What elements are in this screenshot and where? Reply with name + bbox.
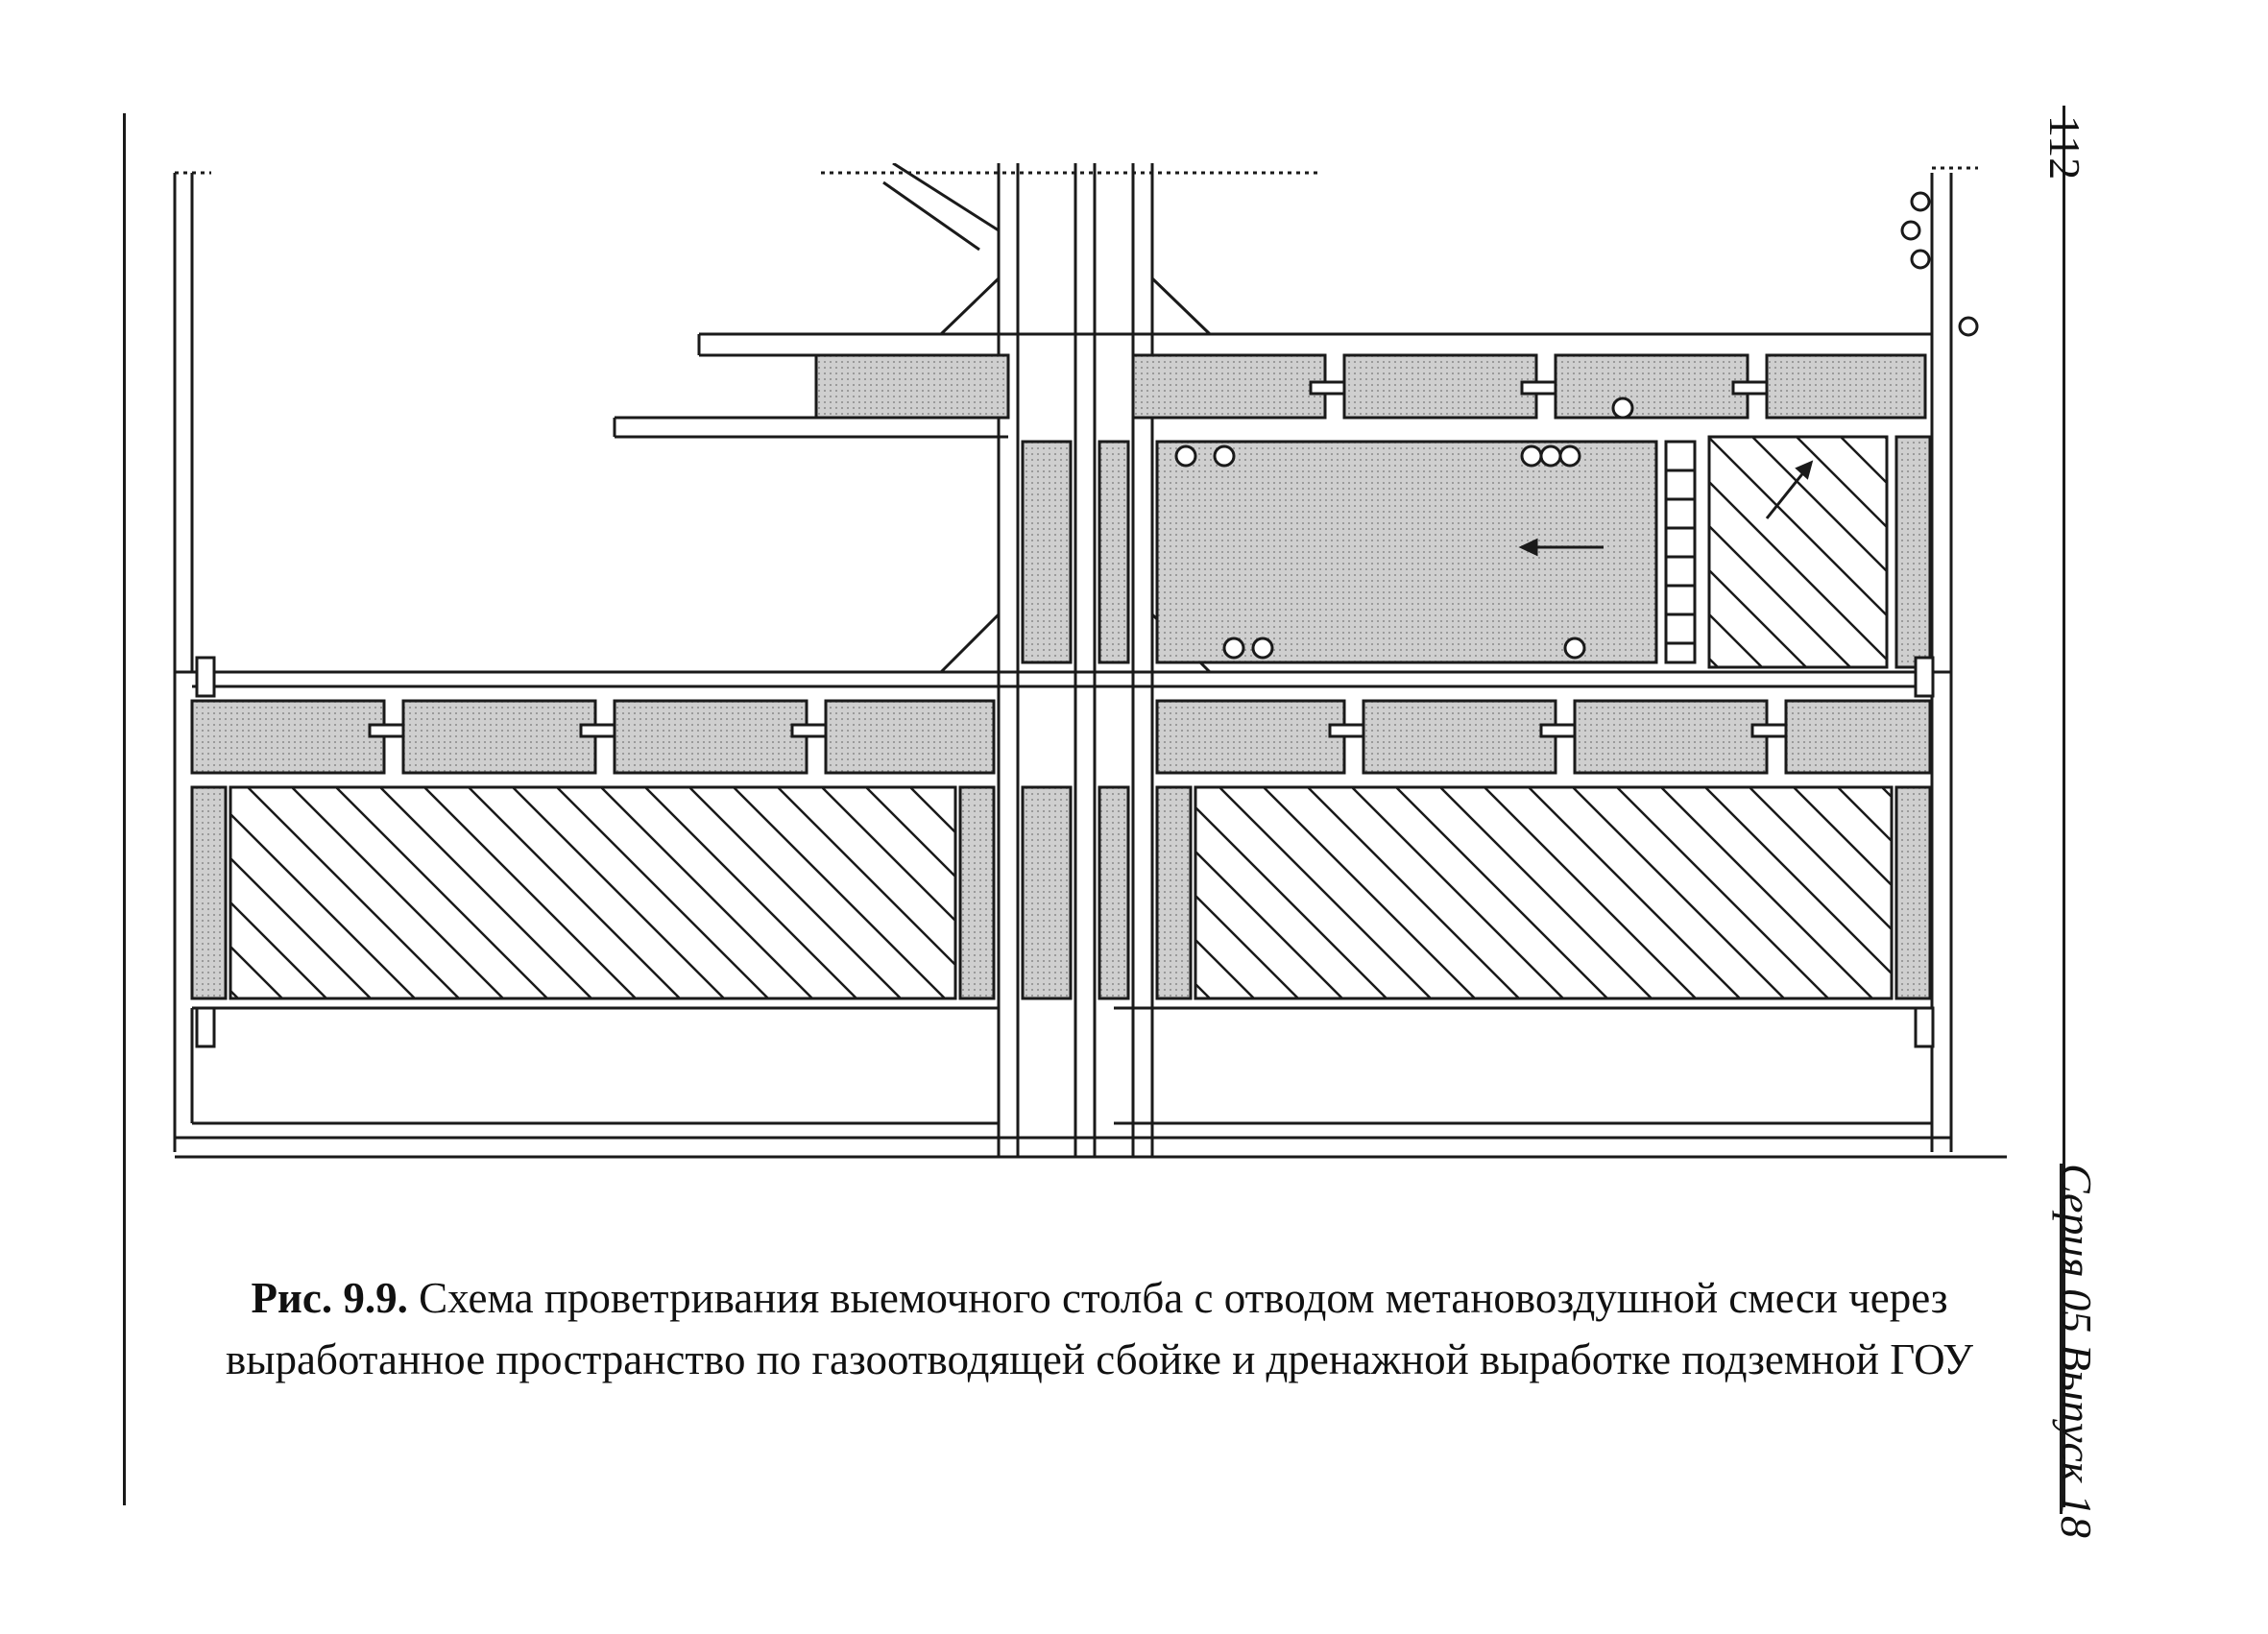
- valve-circle-icon: [1251, 637, 1274, 660]
- valve-circle-icon: [1222, 637, 1245, 660]
- coal-pillar: [814, 353, 1010, 420]
- diagonal-connector: [882, 180, 980, 252]
- valve-circle-icon: [1958, 316, 1979, 337]
- arrow-icon: [1795, 460, 1814, 480]
- page-number: 112: [2040, 115, 2089, 180]
- series-header: Серия 05 Выпуск 18: [2052, 1164, 2101, 1538]
- active-extraction-panel: [1155, 440, 1658, 664]
- coal-pillar: [1342, 353, 1538, 420]
- barrier-pillar: [1098, 785, 1130, 1000]
- barrier-pillar: [1894, 435, 1932, 669]
- barrier-pillar: [190, 785, 228, 1000]
- barrier-pillar: [958, 785, 996, 1000]
- figure-label: Рис. 9.9.: [251, 1274, 408, 1322]
- diagonal-connector: [939, 613, 1001, 674]
- valve-circle-icon: [1174, 445, 1197, 468]
- coal-pillar: [1784, 699, 1932, 775]
- ventilation-door-icon: [1750, 723, 1788, 738]
- barrier-pillar: [1021, 785, 1073, 1000]
- coal-pillar: [1573, 699, 1769, 775]
- valve-circle-icon: [1520, 445, 1543, 468]
- coal-pillar: [824, 699, 996, 775]
- valve-circle-icon: [1611, 396, 1634, 420]
- goaf-area: [1194, 785, 1894, 1000]
- coal-pillar: [1765, 353, 1927, 420]
- coal-pillar: [1362, 699, 1557, 775]
- ventilation-door-icon: [1539, 723, 1577, 738]
- barrier-pillar: [1098, 440, 1130, 664]
- ventilation-door-icon: [790, 723, 828, 738]
- valve-circle-icon: [1539, 445, 1562, 468]
- coal-pillar: [190, 699, 386, 775]
- ventilation-door-icon: [1914, 656, 1935, 698]
- left-margin-rule: [123, 113, 126, 1505]
- valve-circle-icon: [1213, 445, 1236, 468]
- ventilation-door-icon: [1731, 380, 1769, 396]
- goaf-area: [1707, 435, 1889, 669]
- right-margin-rule: [2063, 106, 2065, 1507]
- diagonal-connector: [939, 276, 1001, 336]
- coal-pillar: [613, 699, 808, 775]
- ventilation-scheme: [173, 163, 2007, 1159]
- ventilation-door-icon: [1520, 380, 1557, 396]
- ventilation-door-icon: [1914, 1006, 1935, 1048]
- coal-pillar: [401, 699, 597, 775]
- barrier-pillar: [1155, 785, 1193, 1000]
- valve-circle-icon: [1900, 220, 1921, 241]
- arrow-icon: [1765, 469, 1807, 519]
- longwall-face: [1664, 440, 1697, 664]
- diagonal-connector: [892, 163, 1000, 232]
- series-underline: [2060, 1164, 2063, 1514]
- valve-circle-icon: [1558, 445, 1581, 468]
- ventilation-door-icon: [195, 1006, 216, 1048]
- diagonal-connector: [1150, 276, 1212, 336]
- valve-circle-icon: [1910, 191, 1931, 212]
- ventilation-door-icon: [579, 723, 616, 738]
- coal-pillar: [1155, 699, 1346, 775]
- ventilation-door-icon: [195, 656, 216, 698]
- valve-circle-icon: [1910, 249, 1931, 270]
- caption-line-2: выработанное пространство по газоотводящ…: [226, 1335, 1973, 1383]
- valve-circle-icon: [1563, 637, 1586, 660]
- ventilation-door-icon: [368, 723, 405, 738]
- arrow-icon: [1518, 538, 1538, 557]
- coal-pillar: [1554, 353, 1749, 420]
- ventilation-door-icon: [1328, 723, 1365, 738]
- caption-line-1: Схема проветривания выемочного столба с …: [407, 1274, 1948, 1322]
- coal-pillar: [1131, 353, 1327, 420]
- ventilation-door-icon: [1309, 380, 1346, 396]
- barrier-pillar: [1021, 440, 1073, 664]
- figure-caption: Рис. 9.9. Схема проветривания выемочного…: [173, 1267, 2026, 1390]
- barrier-pillar: [1894, 785, 1932, 1000]
- goaf-area: [229, 785, 957, 1000]
